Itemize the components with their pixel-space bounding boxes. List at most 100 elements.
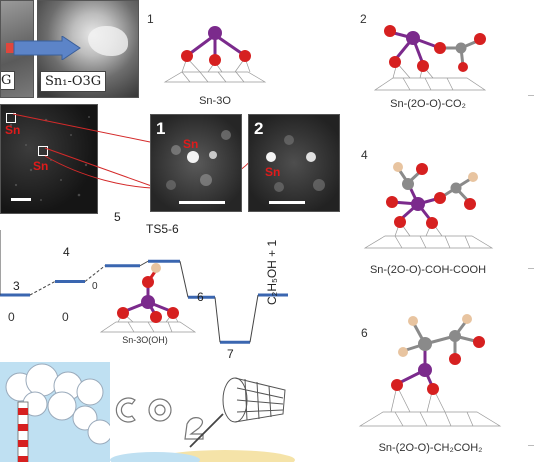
structure-4-h-atom-b [468, 172, 478, 182]
energy-connector-4 [214, 297, 221, 343]
bottom-number-1: 0 [8, 310, 15, 324]
structure-4-caption: Sn-(2O-O)-COH-COOH [369, 264, 487, 276]
structure-6-h-atom-a [408, 316, 418, 326]
structure-6-h-atom-b [398, 347, 408, 357]
co2-capture-net-illustration [110, 377, 295, 462]
factory-smoke-illustration [0, 362, 110, 462]
structure-4-c-atom-b [450, 182, 462, 194]
structure-4-index: 4 [361, 148, 368, 162]
structure-4-o-atom-mid [426, 217, 438, 229]
structure-6-o-atom-lower [449, 353, 461, 365]
energy-connector-1 [84, 265, 106, 282]
structure-6-c-atom-b [449, 330, 461, 342]
structure-2-caption: Sn-(2O-O)-CO₂ [390, 98, 466, 110]
structure-2-o-atom-co2 [434, 42, 446, 54]
zoom-panel-1-texture [166, 130, 231, 190]
structure-2-c-atom [455, 42, 467, 54]
transition-arrow [6, 36, 81, 60]
structure-sn3o-oh-o-atom-left [117, 307, 129, 319]
structure-6-model [358, 314, 502, 427]
structure-6-index: 6 [361, 326, 368, 340]
zoom-panel-2-sn-label: Sn [265, 165, 281, 179]
zoom-panel-2-number: 2 [254, 119, 264, 138]
zoom-panel-1: 1 Sn [150, 114, 242, 212]
energy-level-3-label: 3 [13, 279, 20, 293]
butterfly-net [189, 377, 286, 448]
structure-6-caption: Sn-(2O-O)-CH₂COH₂ [378, 442, 483, 454]
structure-1-substrate [163, 57, 267, 83]
bottom-number-2: 0 [62, 310, 69, 324]
energy-connector-2 [139, 260, 149, 267]
stem-overview-image: Sn Sn [0, 104, 98, 214]
stem-sn-label-1: Sn [5, 123, 21, 137]
structure-4-sn-atom [411, 197, 425, 211]
structure-6-h-atom-c [462, 314, 472, 324]
structure-2-o-atom-left [389, 56, 401, 68]
zoom-panel-2: 2 Sn [248, 114, 340, 212]
structure-6-o-atom-right [473, 336, 485, 348]
tem-label-sn1-o3g: Sn₁-O3G [40, 71, 107, 92]
co2-letters [115, 397, 204, 440]
structure-4-o-atom-left [394, 216, 406, 228]
structure-2-o-atom-mid [417, 60, 429, 72]
zoom-panel-1-sn-label: Sn [183, 137, 199, 151]
structure-sn3o-oh-o-atom-mid [150, 311, 162, 323]
zoom-panel-1-number: 1 [156, 119, 166, 138]
structure-4-h-atom-a [393, 162, 403, 172]
stem-sn-label-2: Sn [33, 159, 49, 173]
structure-sn3o-oh-o-atom-top [142, 276, 154, 288]
structure-sn3o-oh-h-atom [151, 263, 161, 273]
right-edge-mark-3 [528, 445, 534, 446]
structure-2-model [373, 25, 487, 91]
structure-2-substrate [373, 62, 487, 91]
structure-1-caption: Sn-3O [199, 95, 231, 107]
structure-2-o-atom-far [474, 33, 486, 45]
structure-1-model [163, 26, 267, 83]
structure-6-o-atom-mid [427, 383, 439, 395]
structure-4-o-atom-top [416, 163, 428, 175]
structure-1-o-atom-mid [209, 54, 221, 66]
right-edge-mark-2 [528, 268, 534, 269]
energy-connector-5 [249, 294, 259, 343]
structure-4-o-atom-right [464, 198, 476, 210]
zoom-panel-1-scale-bar [179, 201, 225, 204]
energy-connector-3 [179, 261, 189, 298]
structure-sn3o-oh-caption: Sn-3O(OH) [122, 335, 168, 345]
structure-4-o-atom-bridge [434, 192, 446, 204]
structure-2-index: 2 [360, 12, 367, 26]
zoom-panel-2-texture [266, 135, 325, 192]
structure-4-c-atom-a [402, 178, 414, 190]
structure-2-o-atom-lower [458, 62, 468, 72]
stem-box-2 [38, 146, 48, 156]
chimney [17, 401, 29, 462]
structure-sn3o-oh-model [99, 263, 197, 333]
structure-sn3o-oh-o-atom-right [167, 307, 179, 319]
energy-level-product-label: C₂H₅OH + 1 [265, 239, 279, 305]
structure-sn3o-oh-substrate [99, 312, 197, 333]
energy-level-6-label: 6 [197, 290, 204, 304]
structure-2-o-atom-top [384, 25, 396, 37]
structure-1-index: 1 [147, 12, 154, 26]
zoom-panel-2-scale-bar [269, 201, 305, 204]
energy-level-4-label: 4 [63, 245, 70, 259]
structure-6-sn-atom [418, 363, 432, 377]
structure-6-o-atom-left [391, 379, 403, 391]
structure-1-o-atom-right [239, 50, 251, 62]
tem-image-sn1-o3g: Sn₁-O3G [37, 0, 139, 98]
structure-4-o-atom-side [386, 196, 398, 208]
stem-box-1 [6, 113, 16, 123]
energy-level-5-label: 5 [114, 210, 121, 224]
energy-level-ts56-label: TS5-6 [146, 222, 179, 236]
tem-label-left: G [1, 71, 16, 90]
energy-level-7-label: 7 [227, 347, 234, 361]
bottom-number-3: 0 [92, 281, 98, 292]
stem-scale-bar [11, 198, 31, 201]
energy-connector-0 [29, 281, 56, 296]
tem-particle-blob [88, 26, 128, 56]
structure-sn3o-oh-sn-atom [141, 295, 155, 309]
structure-4-model [363, 162, 494, 249]
energy-diagram [0, 230, 288, 344]
right-edge-mark-1 [528, 95, 534, 96]
structure-6-c-atom-a [418, 337, 432, 351]
structure-1-sn-atom [208, 26, 222, 40]
